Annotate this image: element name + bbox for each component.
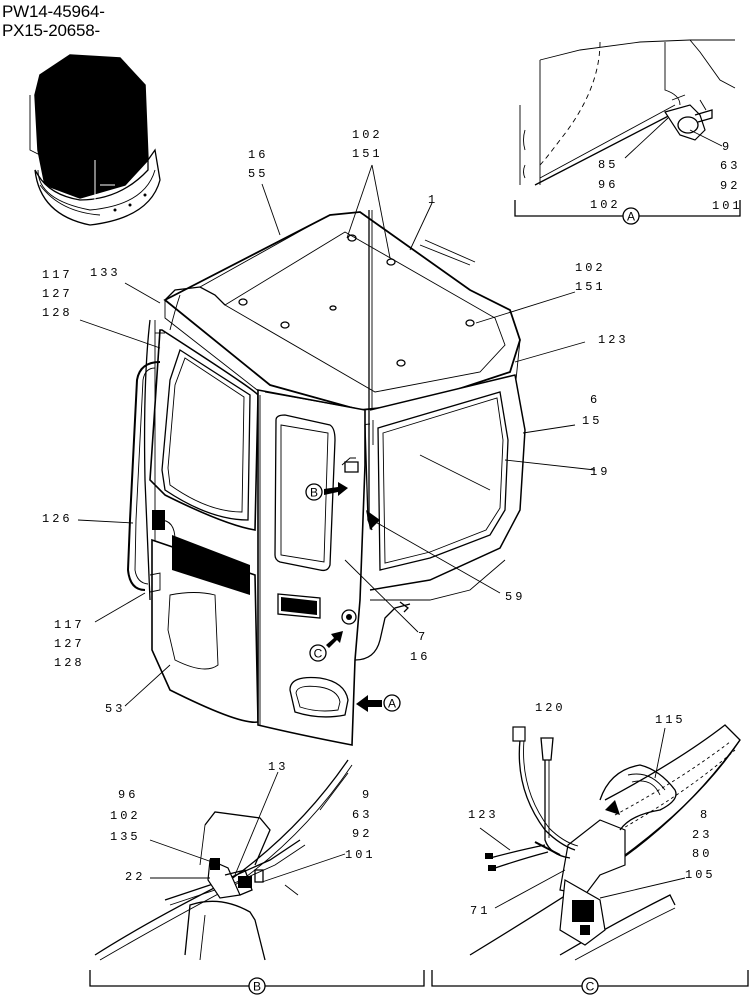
callout-a: A <box>356 694 401 712</box>
label-a-92: 92 <box>720 179 740 193</box>
label-117-low: 117 <box>54 618 85 632</box>
callout-c-letter: C <box>314 647 323 661</box>
label-a-9: 9 <box>722 140 732 154</box>
label-c-105: 105 <box>685 868 716 882</box>
label-b-63: 63 <box>352 808 372 822</box>
label-c-120: 120 <box>535 701 566 715</box>
label-1: 1 <box>428 193 438 207</box>
detail-c: C <box>431 724 749 995</box>
label-133: 133 <box>90 266 121 280</box>
serial-range-1: PW14-45964- <box>2 2 105 21</box>
detail-c-letter: C <box>586 980 595 994</box>
detail-a-marker <box>622 207 640 225</box>
label-16: 16 <box>248 148 268 162</box>
label-c-123: 123 <box>468 808 499 822</box>
label-102-top: 102 <box>352 128 383 142</box>
label-b-102: 102 <box>110 809 141 823</box>
label-c-115: 115 <box>655 713 686 727</box>
label-55: 55 <box>248 167 268 181</box>
label-a-101: 101 <box>712 199 743 213</box>
callout-a-letter: A <box>388 697 396 711</box>
label-a-96: 96 <box>598 178 618 192</box>
label-127-low: 127 <box>54 637 85 651</box>
callout-b: B <box>305 482 348 501</box>
label-b-92: 92 <box>352 827 372 841</box>
label-7: 7 <box>418 630 428 644</box>
label-a-63: 63 <box>720 159 740 173</box>
label-123: 123 <box>598 333 629 347</box>
detail-c-marker <box>581 977 599 995</box>
leader-lines <box>77 164 596 707</box>
label-128-top: 128 <box>42 306 73 320</box>
label-16-low: 16 <box>410 650 430 664</box>
detail-a-letter: A <box>627 210 635 224</box>
label-151-right: 151 <box>575 280 606 294</box>
label-b-22: 22 <box>125 870 145 884</box>
label-6: 6 <box>590 393 600 407</box>
label-19: 19 <box>590 465 610 479</box>
detail-b: B <box>89 759 425 995</box>
callout-c: C <box>309 631 343 662</box>
label-b-96: 96 <box>118 788 138 802</box>
label-a-85: 85 <box>598 158 618 172</box>
label-59: 59 <box>505 590 525 604</box>
label-b-135: 135 <box>110 830 141 844</box>
detail-b-marker <box>248 977 266 995</box>
label-151-top: 151 <box>352 147 383 161</box>
detail-a: A 9 85 63 96 92 102 101 <box>514 39 743 225</box>
label-b-9: 9 <box>362 788 372 802</box>
label-c-71: 71 <box>470 904 490 918</box>
detail-b-letter: B <box>253 980 261 994</box>
label-c-80: 80 <box>692 847 712 861</box>
locator-thumbnail <box>29 54 161 226</box>
label-c-8: 8 <box>700 808 710 822</box>
label-117-top: 117 <box>42 268 73 282</box>
label-126: 126 <box>42 512 73 526</box>
label-b-13: 13 <box>268 760 288 774</box>
label-102-right: 102 <box>575 261 606 275</box>
cab-assembly <box>126 210 526 746</box>
label-128-low: 128 <box>54 656 85 670</box>
serial-range-2: PX15-20658- <box>2 21 100 40</box>
label-127-top: 127 <box>42 287 73 301</box>
label-53: 53 <box>105 702 125 716</box>
label-b-101: 101 <box>345 848 376 862</box>
label-c-23: 23 <box>692 828 712 842</box>
label-15: 15 <box>582 414 602 428</box>
label-a-102: 102 <box>590 198 621 212</box>
callout-b-letter: B <box>310 486 318 500</box>
